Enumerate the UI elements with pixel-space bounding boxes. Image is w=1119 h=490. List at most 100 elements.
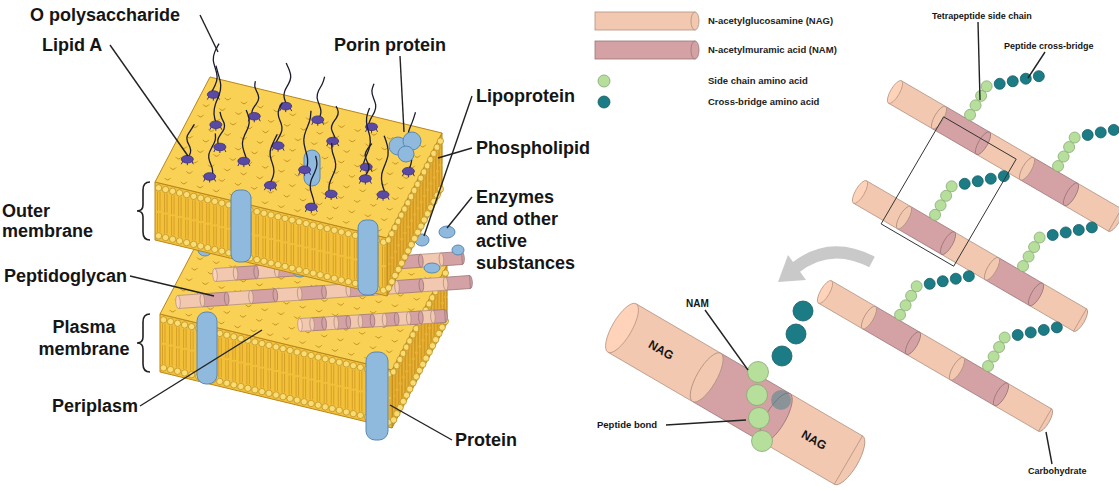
lipid-tail bbox=[186, 199, 189, 239]
lipid-head-top bbox=[278, 205, 284, 207]
strand-cap bbox=[346, 315, 351, 328]
leader-line bbox=[390, 405, 452, 440]
strand-cap bbox=[321, 317, 326, 330]
lipid-head bbox=[245, 385, 251, 391]
peptide-chains bbox=[895, 71, 1119, 372]
strand-cap bbox=[894, 204, 915, 231]
lipid-head bbox=[282, 215, 288, 221]
lipid-head-top bbox=[316, 203, 322, 205]
strand-cap bbox=[439, 253, 444, 266]
lipid-head-top bbox=[202, 282, 208, 284]
strand-cap bbox=[200, 294, 205, 307]
lipid-tail bbox=[326, 233, 329, 273]
lipid-head-top bbox=[230, 158, 236, 160]
o-polysaccharide-chain bbox=[187, 124, 195, 158]
side-chain-amino-acid bbox=[983, 361, 994, 372]
lipid-head-top bbox=[279, 170, 285, 172]
structure-label: Carbohydrate bbox=[1028, 465, 1119, 477]
lipid-tail bbox=[394, 232, 397, 272]
lipid-a-head bbox=[327, 137, 339, 145]
lipid-head bbox=[160, 317, 166, 323]
lipid-head bbox=[224, 332, 230, 338]
lipid-tail bbox=[172, 195, 175, 235]
lipid-head bbox=[442, 270, 448, 276]
lipid-head-top bbox=[197, 150, 203, 152]
cross-bridge-amino-acid bbox=[1012, 329, 1023, 340]
lipid-head-top bbox=[284, 124, 290, 126]
sugar-segment bbox=[215, 267, 236, 281]
lipid-a-head bbox=[181, 155, 193, 163]
side-chain-amino-acid bbox=[911, 281, 922, 292]
side-chain-amino-acid bbox=[965, 109, 976, 120]
side-chain-amino-acid bbox=[1064, 142, 1075, 153]
side-chain-amino-acid bbox=[981, 81, 992, 92]
lipid-head bbox=[294, 349, 300, 355]
lipid-head bbox=[261, 258, 267, 264]
lipid-head-top bbox=[327, 217, 333, 219]
lipid-head bbox=[238, 335, 244, 341]
outer-membrane bbox=[155, 77, 444, 296]
lipid-head-top bbox=[322, 299, 328, 301]
strand-cap bbox=[991, 381, 1012, 408]
lipid-head-top bbox=[386, 350, 392, 352]
lipid-head-top bbox=[283, 337, 289, 339]
strand-cap bbox=[224, 292, 229, 305]
lipid-head-top bbox=[251, 330, 257, 332]
lipid-tail bbox=[184, 329, 187, 369]
strand-cap bbox=[175, 295, 180, 308]
lipid-head-top bbox=[192, 268, 198, 270]
lipid-head bbox=[155, 185, 161, 191]
lipid-head bbox=[301, 399, 307, 405]
lipid-head-top bbox=[241, 102, 247, 104]
side-chain-amino-acid bbox=[1053, 161, 1064, 172]
cross-bridge-amino-acid bbox=[972, 176, 983, 187]
cross-bridge-amino-acid bbox=[1095, 127, 1106, 138]
strand-cap bbox=[1026, 281, 1047, 308]
lipid-tail bbox=[409, 345, 412, 385]
lipid-head bbox=[301, 351, 307, 357]
cross-bridge-amino-acid bbox=[959, 178, 970, 189]
lipid-head bbox=[254, 208, 260, 214]
lipid-head-top bbox=[284, 302, 290, 304]
porin bbox=[389, 132, 421, 162]
lipid-tail bbox=[247, 344, 250, 384]
lipid-tail bbox=[410, 201, 413, 241]
lipid-head-top bbox=[176, 157, 182, 159]
o-polysaccharide-chain bbox=[363, 144, 371, 178]
lipid-head bbox=[254, 256, 260, 262]
strand-cap bbox=[273, 289, 278, 302]
lipid-head bbox=[231, 382, 237, 388]
lipid-head bbox=[259, 340, 265, 346]
lipid-head-top bbox=[354, 307, 360, 309]
lipid-head bbox=[439, 324, 445, 330]
lipid-head-top bbox=[397, 329, 403, 331]
lipid-head bbox=[416, 367, 422, 373]
strand-cap bbox=[982, 255, 1003, 282]
lipid-head-top bbox=[332, 349, 338, 351]
lipid-head bbox=[188, 323, 194, 329]
lipid-head-top bbox=[219, 179, 225, 181]
structure-label: Peptide bond bbox=[597, 419, 677, 431]
lipid-head-top bbox=[370, 311, 376, 313]
lipid-tail bbox=[191, 331, 194, 371]
swatch-cap bbox=[691, 12, 699, 30]
lipid-head-top bbox=[213, 261, 219, 263]
lipid-head-top bbox=[218, 322, 224, 324]
lipid-head bbox=[389, 279, 395, 285]
lipid-head bbox=[350, 410, 356, 416]
lipid-head-top bbox=[273, 323, 279, 325]
lipid-head-top bbox=[408, 273, 414, 275]
lipid-tail bbox=[275, 351, 278, 391]
lipid-tail bbox=[396, 370, 399, 410]
lipid-a-head bbox=[377, 191, 389, 199]
lipid-head-top bbox=[197, 186, 203, 188]
lipid-head bbox=[343, 409, 349, 415]
lipid-tail bbox=[412, 339, 415, 379]
lipid-head-top bbox=[322, 157, 328, 159]
strand-cap bbox=[394, 312, 399, 325]
lipid-head bbox=[392, 272, 398, 278]
lipid-head bbox=[338, 229, 344, 235]
lipid-tail bbox=[414, 195, 417, 235]
part-label: Lipoprotein bbox=[476, 86, 606, 106]
lipid-head bbox=[268, 260, 274, 266]
